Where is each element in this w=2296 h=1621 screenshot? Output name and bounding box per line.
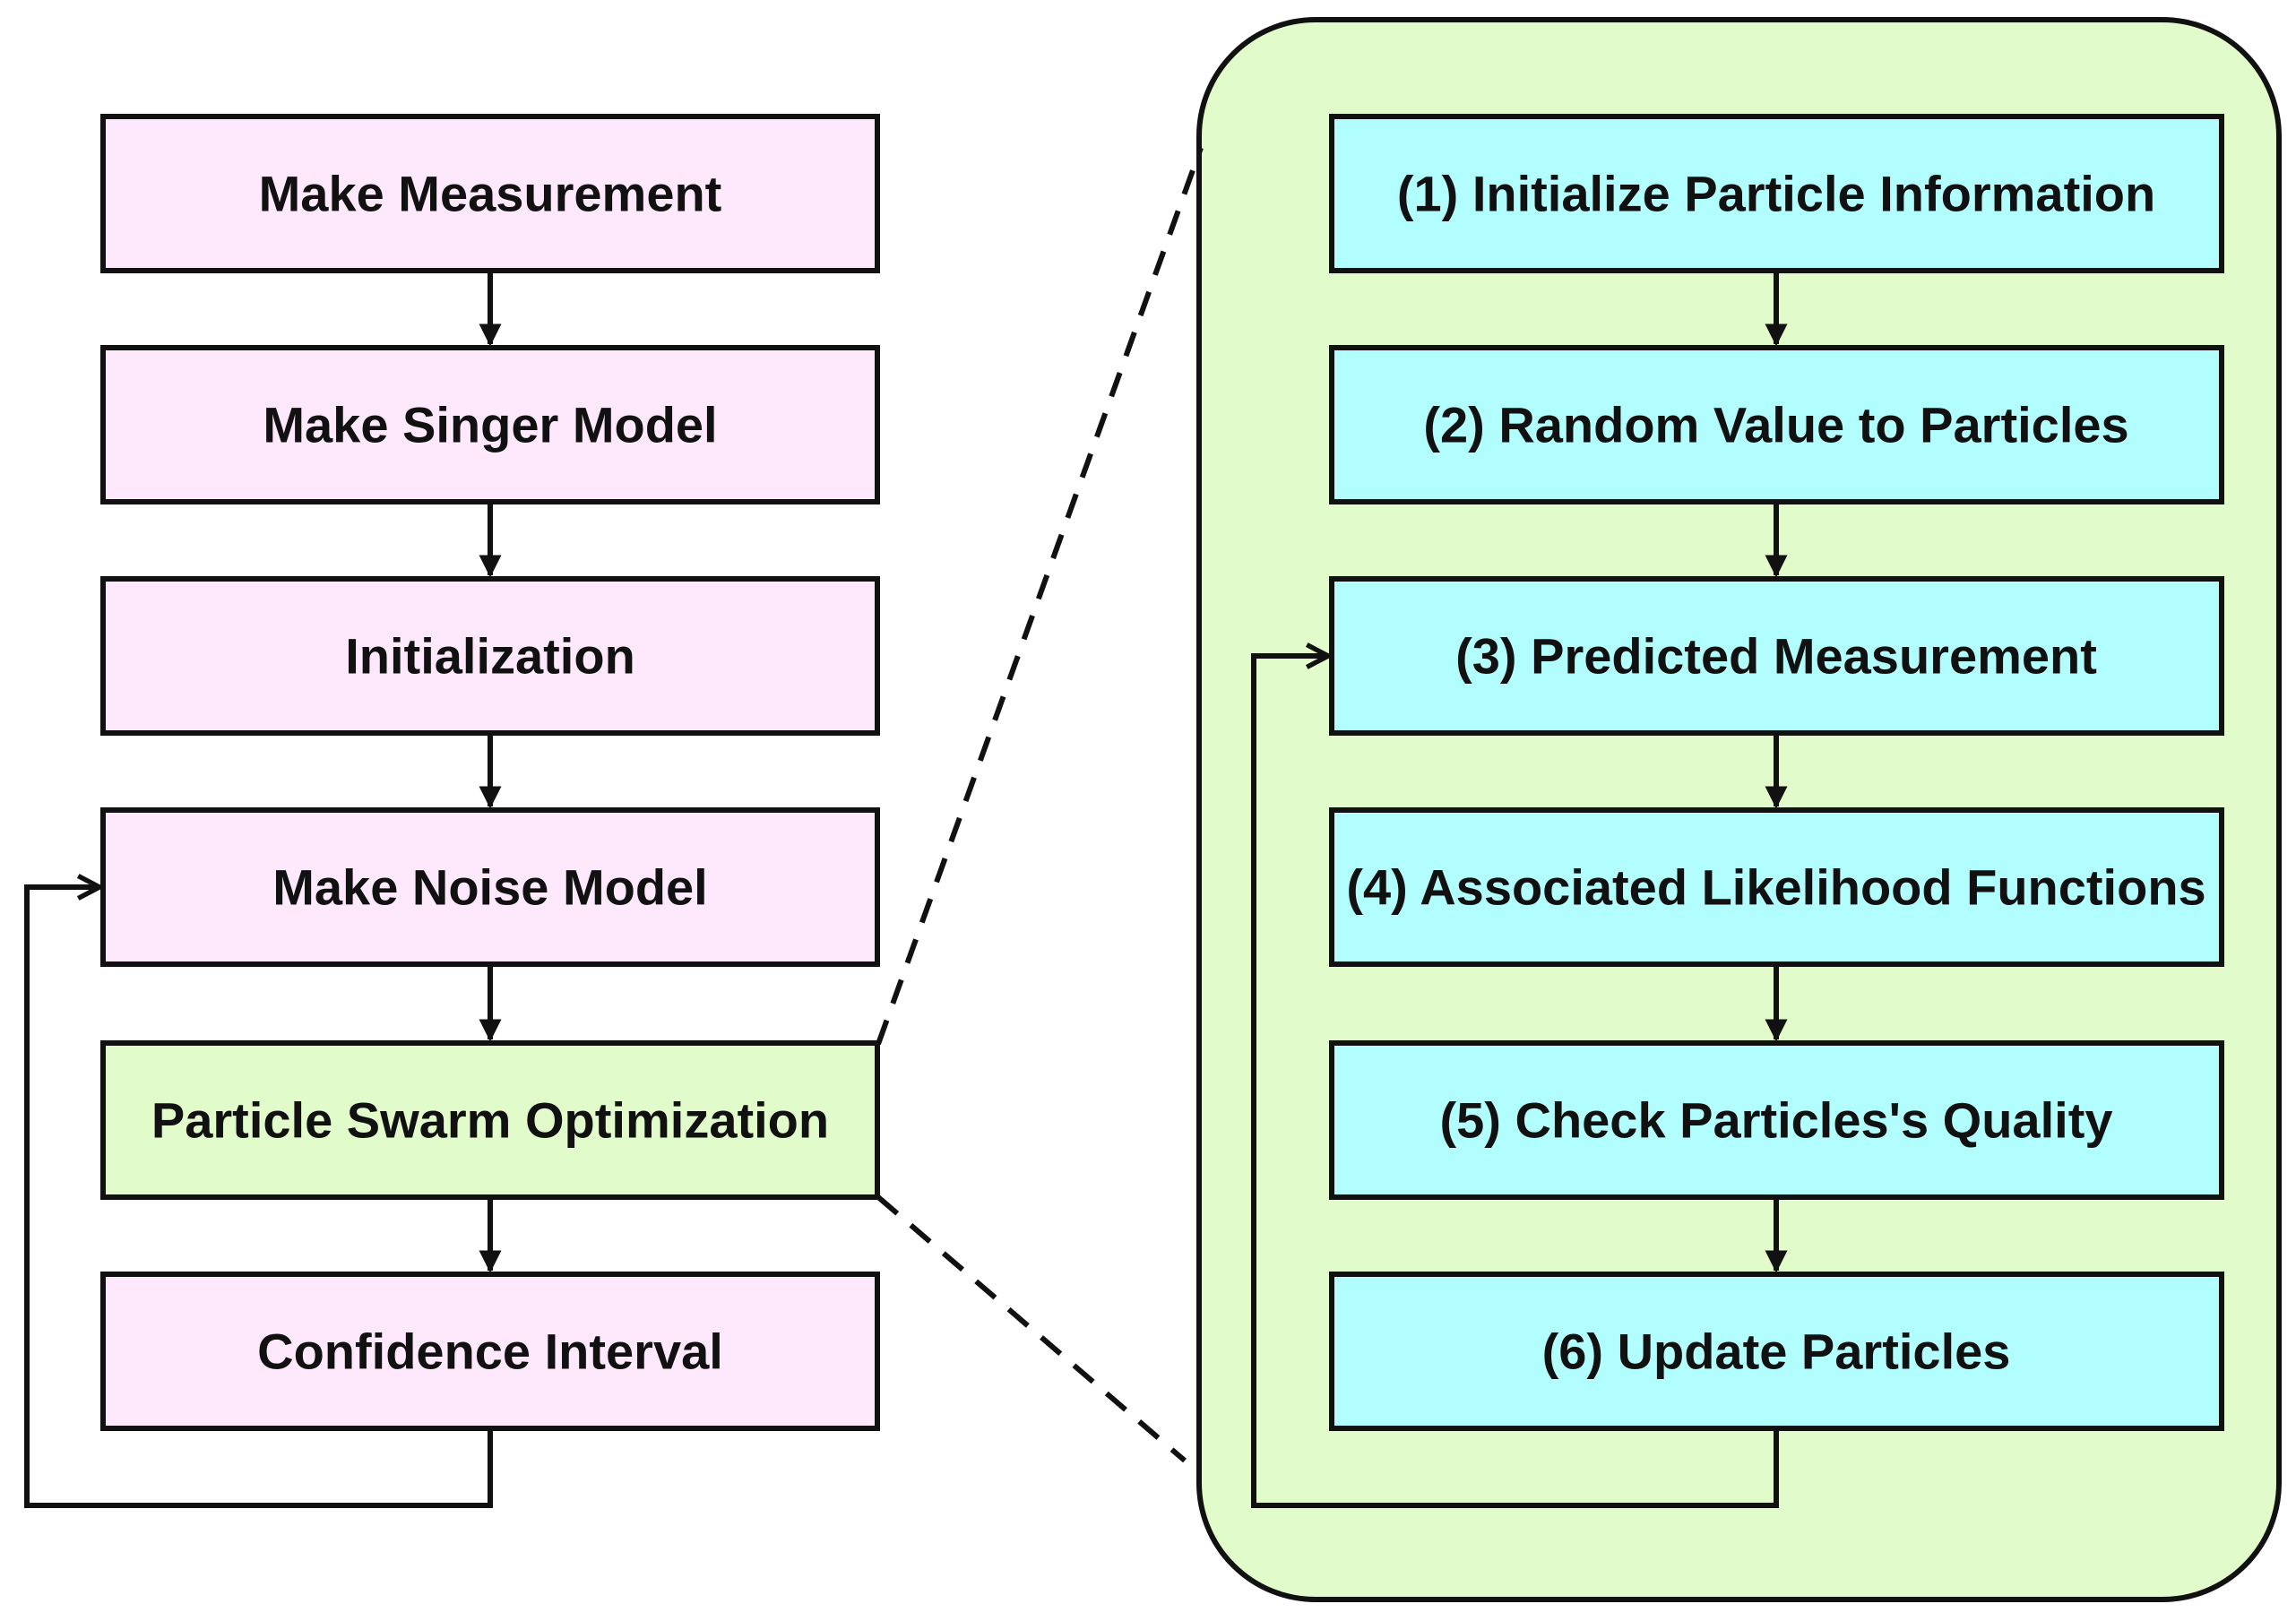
main-step-label: Initialization [345,628,635,685]
main-step-initialization: Initialization [100,576,880,736]
pso-step-update-particles: (6) Update Particles [1329,1272,2224,1431]
pso-step-random-value-to-particles: (2) Random Value to Particles [1329,345,2224,504]
main-step-make-singer-model: Make Singer Model [100,345,880,504]
zoom-connector-bottom [876,1194,1187,1463]
main-flow: Make Measurement Make Singer Model Initi… [24,114,880,1508]
pso-step-label: (5) Check Particles's Quality [1440,1092,2113,1149]
pso-feedback-loop-arrow [1251,656,1779,1508]
main-step-label: Particle Swarm Optimization [151,1092,829,1149]
main-step-label: Confidence Interval [257,1324,723,1380]
main-step-make-measurement: Make Measurement [100,114,880,273]
pso-step-label: (2) Random Value to Particles [1423,397,2128,453]
main-step-label: Make Singer Model [263,397,717,453]
pso-step-label: (6) Update Particles [1542,1324,2011,1380]
main-step-make-noise-model: Make Noise Model [100,807,880,967]
pso-step-label: (4) Associated Likelihood Functions [1346,859,2205,916]
pso-step-label: (3) Predicted Measurement [1455,628,2097,685]
zoom-connector-top [876,146,1204,1046]
pso-step-label: (1) Initialize Particle Information [1397,166,2155,222]
pso-step-associated-likelihood-functions: (4) Associated Likelihood Functions [1329,807,2224,967]
pso-step-predicted-measurement: (3) Predicted Measurement [1329,576,2224,736]
pso-step-check-particles-quality: (5) Check Particles's Quality [1329,1040,2224,1200]
main-feedback-loop-arrow [24,887,493,1508]
pso-step-initialize-particle-information: (1) Initialize Particle Information [1329,114,2224,273]
pso-detail-flow: (1) Initialize Particle Information (2) … [1251,114,2224,1508]
main-step-label: Make Noise Model [272,859,707,916]
main-step-label: Make Measurement [259,166,722,222]
main-step-particle-swarm-optimization: Particle Swarm Optimization [100,1040,880,1200]
main-step-confidence-interval: Confidence Interval [100,1272,880,1431]
